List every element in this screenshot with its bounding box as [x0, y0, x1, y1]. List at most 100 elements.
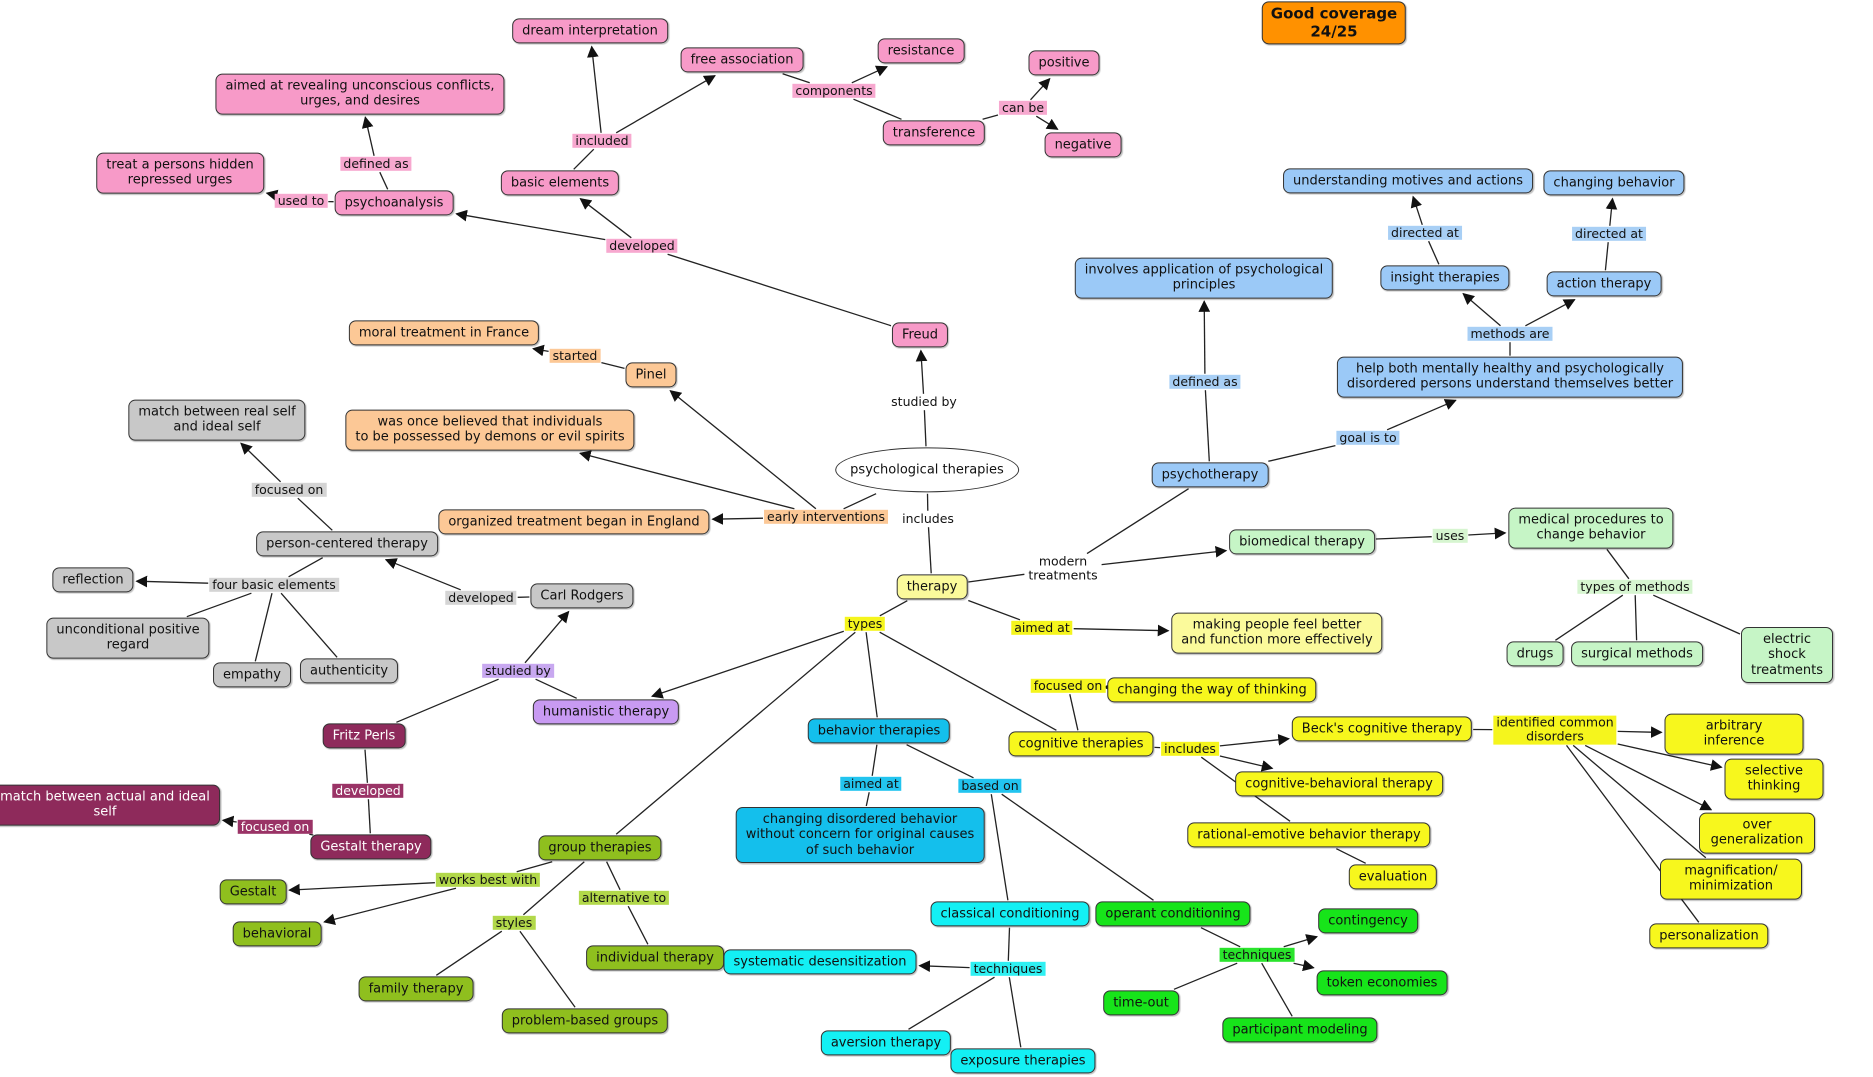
concept-node-evaluation[interactable]: evaluation: [1348, 864, 1438, 890]
link-label-directed-1: directed at: [1388, 225, 1462, 241]
connector-aimed_at_2-feel_better: [1073, 624, 1170, 637]
connector-perls-developed_3: [364, 749, 369, 783]
concept-node-gestalt[interactable]: Gestalt: [219, 879, 287, 905]
concept-node-individual[interactable]: individual therapy: [586, 945, 724, 971]
concept-node-drugs[interactable]: drugs: [1506, 641, 1564, 667]
concept-node-unconditional[interactable]: unconditional positive regard: [46, 617, 210, 659]
concept-node-behavioral[interactable]: behavioral: [232, 921, 322, 947]
connector-alternative-individual: [627, 905, 649, 945]
concept-node-biomedical[interactable]: biomedical therapy: [1229, 529, 1375, 555]
concept-node-involves[interactable]: involves application of psychological pr…: [1074, 257, 1334, 299]
connector-group-alternative: [606, 861, 621, 891]
concept-node-insight[interactable]: insight therapies: [1380, 265, 1510, 291]
concept-node-match-real[interactable]: match between real self and ideal self: [128, 399, 306, 441]
link-label-methods: methods are: [1467, 326, 1553, 342]
concept-node-humanistic[interactable]: humanistic therapy: [532, 699, 680, 725]
concept-node-psychotherapies[interactable]: psychological therapies: [835, 447, 1019, 493]
concept-node-authenticity[interactable]: authenticity: [299, 658, 399, 684]
connector-styles-family: [435, 930, 503, 976]
connector-can_be-positive: [1030, 77, 1051, 101]
concept-node-operant[interactable]: operant conditioning: [1095, 901, 1251, 927]
concept-node-shock[interactable]: electric shock treatments: [1741, 627, 1833, 683]
concept-node-england[interactable]: organized treatment began in England: [438, 509, 710, 535]
concept-node-empathy[interactable]: empathy: [213, 662, 291, 688]
concept-node-cognitive[interactable]: cognitive therapies: [1008, 731, 1154, 757]
concept-node-token[interactable]: token economies: [1316, 970, 1448, 996]
concept-node-pinel[interactable]: Pinel: [625, 362, 677, 388]
concept-node-personalization[interactable]: personalization: [1649, 923, 1769, 949]
concept-node-demons[interactable]: was once believed that individuals to be…: [345, 409, 635, 451]
concept-node-beck[interactable]: Beck's cognitive therapy: [1291, 716, 1473, 742]
concept-node-changing-disordered[interactable]: changing disordered behavior without con…: [735, 807, 985, 863]
concept-node-psychotherapy[interactable]: psychotherapy: [1151, 462, 1269, 488]
concept-node-changing-thinking[interactable]: changing the way of thinking: [1107, 677, 1317, 703]
concept-node-hidden[interactable]: treat a persons hidden repressed urges: [96, 152, 264, 194]
concept-node-negative[interactable]: negative: [1044, 132, 1122, 158]
concept-node-motives[interactable]: understanding motives and actions: [1283, 168, 1533, 194]
concept-node-moral[interactable]: moral treatment in France: [348, 320, 540, 346]
concept-node-magnification[interactable]: magnification/ minimization: [1660, 858, 1802, 900]
concept-node-dream[interactable]: dream interpretation: [512, 18, 668, 44]
link-label-studied-by-2: studied by: [482, 663, 554, 679]
connector-can_be-negative: [1035, 115, 1059, 130]
concept-node-cbt[interactable]: cognitive-behavioral therapy: [1235, 771, 1443, 797]
concept-node-medical[interactable]: medical procedures to change behavior: [1508, 507, 1674, 549]
concept-node-resistance[interactable]: resistance: [877, 38, 965, 64]
concept-node-positive[interactable]: positive: [1028, 50, 1100, 76]
score-badge[interactable]: Good coverage 24/25: [1261, 1, 1407, 45]
link-label-included: included: [572, 133, 632, 149]
concept-node-contingency[interactable]: contingency: [1318, 908, 1418, 934]
concept-node-person-centered[interactable]: person-centered therapy: [256, 531, 438, 557]
concept-node-revealing[interactable]: aimed at revealing unconscious conflicts…: [215, 73, 505, 115]
concept-node-family[interactable]: family therapy: [358, 976, 474, 1002]
concept-node-gestalt-therapy[interactable]: Gestalt therapy: [310, 834, 432, 860]
concept-node-reflection[interactable]: reflection: [52, 567, 134, 593]
concept-node-action[interactable]: action therapy: [1546, 271, 1662, 297]
concept-node-match-actual[interactable]: match between actual and ideal self: [0, 784, 220, 826]
concept-node-overgen[interactable]: over generalization: [1699, 812, 1815, 854]
concept-node-arbitrary[interactable]: arbitrary inference: [1664, 713, 1804, 755]
link-label-aimed-at-1: aimed at: [840, 776, 902, 792]
concept-node-behavior-ther[interactable]: behavior therapies: [807, 718, 951, 744]
connector-studied_by_2-perls: [396, 678, 499, 723]
connector-four_basic-reflection: [135, 575, 209, 588]
concept-node-rodgers[interactable]: Carl Rodgers: [530, 583, 634, 609]
concept-node-problem[interactable]: problem-based groups: [501, 1008, 669, 1034]
concept-node-rebt[interactable]: rational-emotive behavior therapy: [1187, 822, 1431, 848]
concept-node-timeout[interactable]: time-out: [1103, 990, 1179, 1016]
connector-cognitive-focused_on_3: [1069, 694, 1079, 731]
link-label-early: early interventions: [764, 509, 888, 525]
connector-operant-techniques_2: [1200, 927, 1241, 948]
connector-modern-biomedical: [1101, 545, 1228, 566]
concept-node-surgical[interactable]: surgical methods: [1571, 641, 1703, 667]
concept-node-systematic[interactable]: systematic desensitization: [723, 949, 917, 975]
connector-humanistic-studied_by_2: [535, 678, 577, 699]
connector-types-humanistic: [650, 630, 845, 699]
concept-node-transference[interactable]: transference: [882, 120, 986, 146]
concept-node-free-assoc[interactable]: free association: [680, 47, 804, 73]
connector-goal-help: [1386, 399, 1457, 431]
connector-action-directed_2: [1604, 242, 1609, 271]
concept-node-classical[interactable]: classical conditioning: [930, 901, 1090, 927]
concept-node-aversion[interactable]: aversion therapy: [820, 1030, 952, 1056]
link-label-developed-3: developed: [332, 783, 404, 799]
concept-node-therapy[interactable]: therapy: [896, 574, 968, 600]
connector-started-moral: [532, 344, 549, 357]
concept-node-freud[interactable]: Freud: [891, 322, 949, 348]
concept-node-perls[interactable]: Fritz Perls: [322, 723, 406, 749]
concept-node-feel-better[interactable]: making people feel better and function m…: [1171, 612, 1383, 654]
concept-node-psychoanalysis[interactable]: psychoanalysis: [334, 190, 454, 216]
connector-person_centered-focused_on_1: [297, 497, 333, 531]
concept-node-basic-elements[interactable]: basic elements: [500, 170, 620, 196]
concept-node-help[interactable]: help both mentally healthy and psycholog…: [1336, 356, 1684, 398]
connector-person_centered-four_basic: [288, 557, 324, 578]
connector-therapy-types: [879, 600, 908, 617]
concept-node-exposure[interactable]: exposure therapies: [950, 1048, 1096, 1074]
link-label-started: started: [549, 348, 601, 364]
concept-node-changing-behavior[interactable]: changing behavior: [1543, 170, 1685, 196]
connector-therapy-modern: [968, 573, 1025, 583]
concept-node-selective[interactable]: selective thinking: [1724, 758, 1824, 800]
concept-node-modeling[interactable]: participant modeling: [1222, 1017, 1378, 1043]
concept-node-group[interactable]: group therapies: [538, 835, 662, 861]
connector-techniques_2-modeling: [1261, 962, 1293, 1017]
